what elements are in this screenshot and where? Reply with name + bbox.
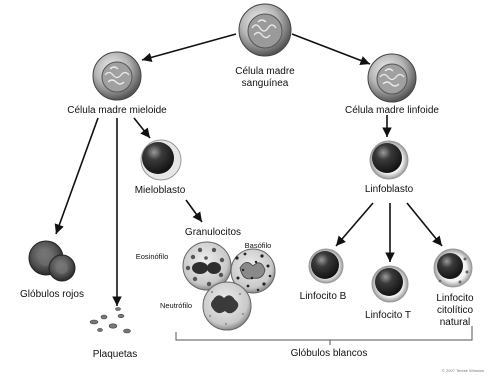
t-lymphocyte-cell [372, 266, 408, 302]
copyright-text: © 2007 Terese Winslow [442, 368, 484, 373]
lymphoid-stem-cell-label: Célula madre linfoide [345, 105, 439, 116]
b-lymphocyte-label: Linfocito B [300, 291, 347, 302]
red-blood-cells-label: Glóbulos rojos [20, 289, 84, 300]
arrow-stem-to-myeloid [142, 34, 236, 60]
neutrophil-label: Neutrófilo [160, 301, 192, 310]
stem-cell-label-line2: sanguínea [242, 78, 289, 89]
lymphoblast-label: Linfoblasto [365, 184, 414, 195]
arrow-lymphoblast-to-nk [407, 203, 442, 246]
red-blood-cells [29, 241, 75, 281]
blood-stem-cell [239, 4, 291, 56]
nk-lymphocyte-label-line1: Linfocito [436, 293, 474, 304]
stem-cell-label-line1: Célula madre [235, 66, 295, 77]
myeloid-stem-cell [93, 52, 141, 100]
lymphoblast-cell [370, 141, 408, 179]
granulocytes-label: Granulocitos [185, 227, 241, 238]
t-lymphocyte-label: Linfocito T [365, 310, 411, 321]
neutrophil-cell [203, 282, 251, 330]
myeloblast-cell [141, 140, 181, 180]
arrow-myeloid-to-myeloblast [134, 118, 150, 138]
arrow-myeloid-to-rbc [56, 118, 98, 234]
nk-lymphocyte-label-line2: citolítico [437, 305, 474, 316]
lymphoid-stem-cell [368, 54, 416, 102]
myeloblast-label: Mieloblasto [135, 185, 186, 196]
nk-lymphocyte-cell [434, 249, 472, 287]
b-lymphocyte-cell [309, 249, 343, 283]
basophil-label: Basófilo [245, 241, 272, 250]
myeloid-stem-cell-label: Célula madre mieloide [67, 105, 167, 116]
eosinophil-label: Eosinófilo [136, 252, 169, 261]
platelets [90, 308, 131, 334]
arrow-lymphoblast-to-b [336, 203, 373, 246]
arrow-myeloblast-to-granulocytes [186, 200, 202, 222]
nk-lymphocyte-label-line3: natural [440, 317, 471, 328]
platelets-label: Plaquetas [93, 349, 137, 360]
white-blood-cells-label: Glóbulos blancos [291, 348, 368, 359]
arrow-stem-to-lymphoid [292, 34, 370, 64]
